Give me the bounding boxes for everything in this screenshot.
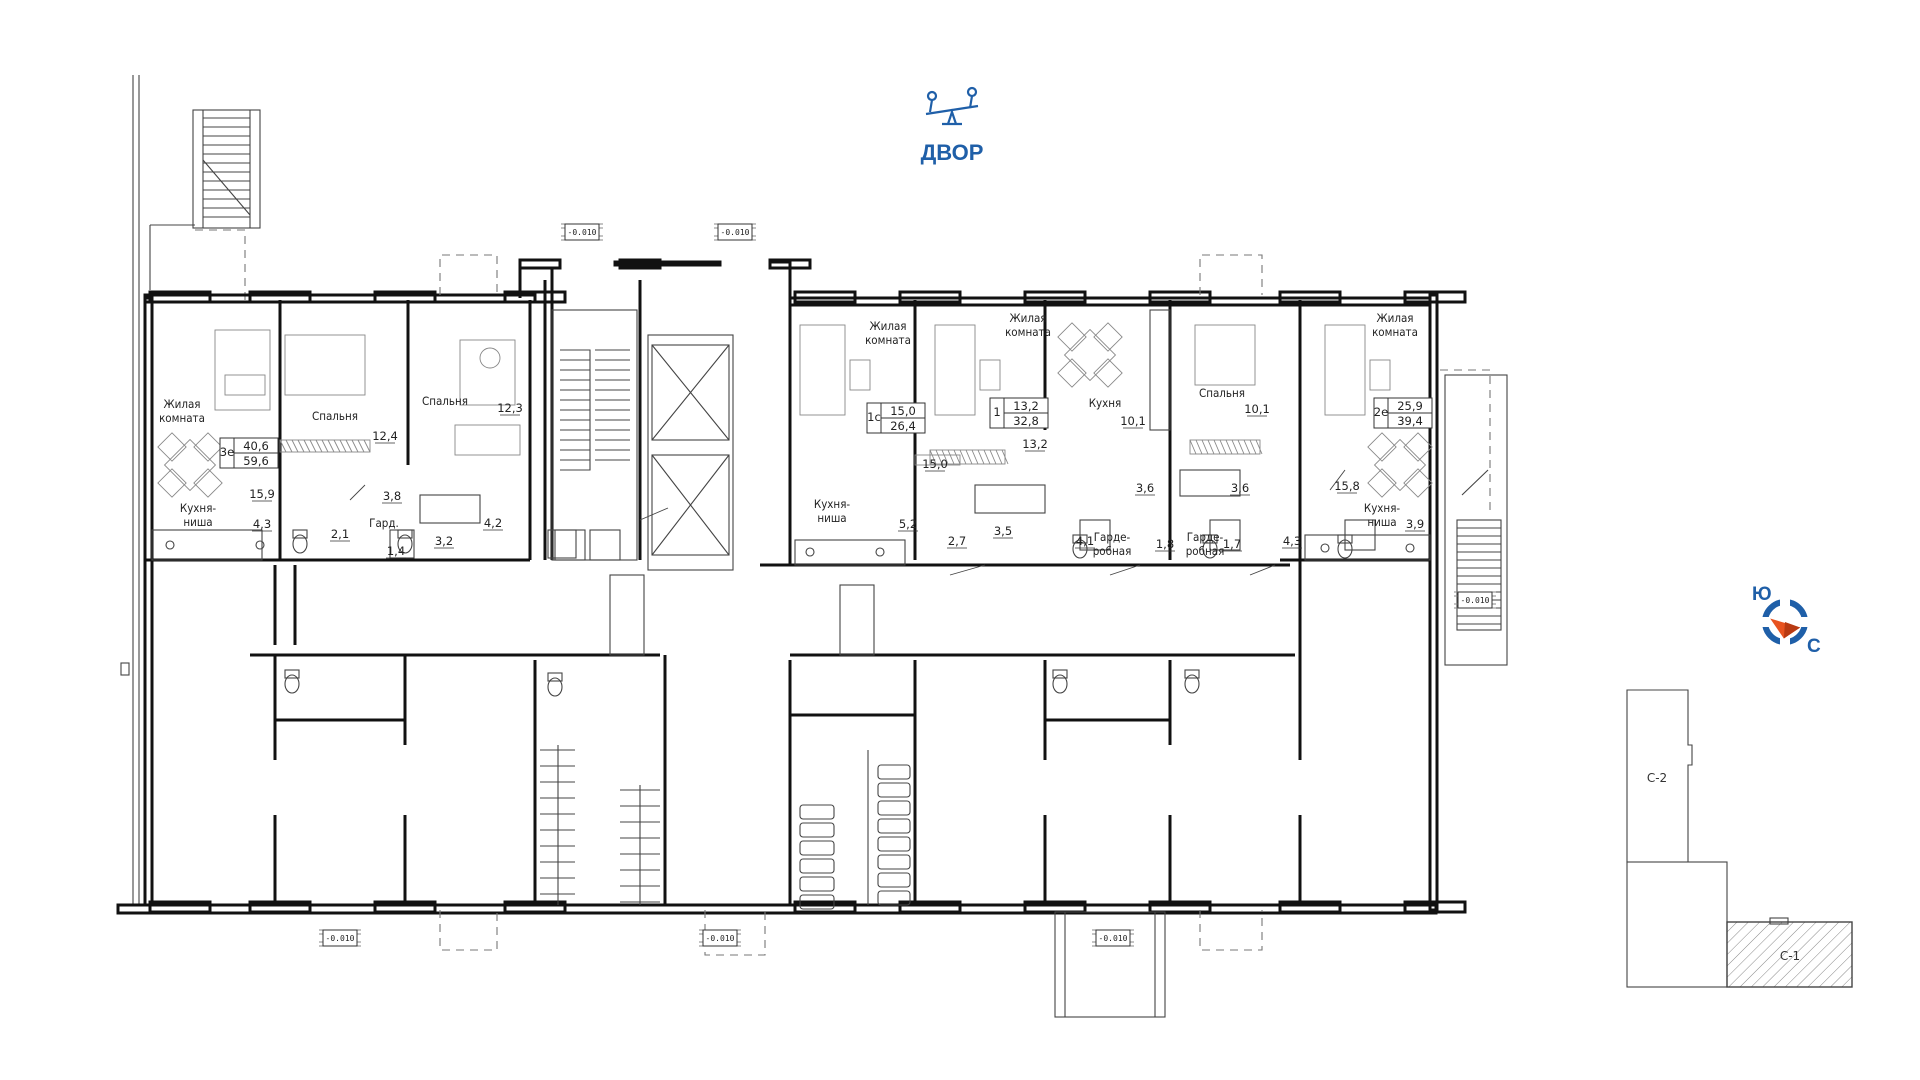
room-name-a4_bed: Спальня [1199,386,1245,400]
room-area-a2_bath: 3,5 [994,524,1012,538]
key-plan-section-c1: С-1 [1780,949,1800,963]
stairwell [551,309,638,561]
room-area-a3_living: 13,2 [1022,437,1048,451]
room-area-a2_kitchen: 5,2 [899,517,917,531]
room-area-a4_kitchen: 3,9 [1406,517,1424,531]
entrance-canopy [1054,911,1166,1018]
room-name-a2_kitchen: Кухня-ниша [814,497,851,525]
room-area-a1_wardrobe: 1,4 [387,544,405,558]
key-plan-section-c2: С-2 [1647,771,1667,785]
corridor-steps [609,574,875,656]
room-area-a1_bed1: 12,4 [372,429,398,443]
room-name-a1_wardrobe: Гард. [369,516,399,530]
external-stair-right [1444,374,1508,666]
elevation-mark-label: -0.010 [1099,934,1128,943]
site-boundary [120,75,195,905]
apartment-total-area: 26,4 [890,419,916,433]
key-plan [1626,689,1853,988]
room-area-a3_wardrobe: 1,8 [1156,537,1174,551]
room-area-a4_wardrobe: 1,7 [1223,537,1241,551]
room-area-a3_bath: 3,6 [1136,481,1154,495]
room-name-a3_wardrobe: Гарде-робная [1093,530,1132,558]
room-area-a4_living: 15,8 [1334,479,1360,493]
room-area-a4_bed: 10,1 [1244,402,1270,416]
room-area-a2_living: 15,0 [922,457,948,471]
room-area-a1_wc: 4,2 [484,516,502,530]
elevator-core [647,334,734,571]
room-area-a4_bath: 3,6 [1231,481,1249,495]
apartment-living-area: 15,0 [890,404,916,418]
room-name-a4_kitchen: Кухня-ниша [1364,501,1401,529]
room-area-a2_hall: 2,7 [948,534,966,548]
storage-cells [540,745,911,910]
room-area-a1_corr: 3,2 [435,534,453,548]
room-area-a1_bath: 2,1 [331,527,349,541]
room-area-a3_kitchen: 10,1 [1120,414,1146,428]
room-name-a4_wardrobe: Гарде-робная [1186,530,1225,558]
apartment-type: 1 [993,405,1000,419]
compass-rotate-icon [1758,595,1812,649]
room-name-a3_kitchen: Кухня [1089,396,1122,410]
room-area-a1_bed2: 12,3 [497,401,523,415]
yard-label: ДВОР [921,140,984,165]
apartment-total-area: 39,4 [1397,414,1423,428]
apartment-living-area: 40,6 [243,439,269,453]
compass-north-label: С [1807,636,1821,657]
apartment-living-area: 13,2 [1013,399,1039,413]
elevation-mark-label: -0.010 [1461,596,1490,605]
apartment-type: 2е [1374,405,1388,419]
room-area-a1_living: 15,9 [249,487,275,501]
elevation-mark-label: -0.010 [721,228,750,237]
room-area-a3_hall: 4,1 [1076,534,1094,548]
elevation-mark-label: -0.010 [568,228,597,237]
furniture [157,322,1433,576]
compass-south-label: Ю [1752,584,1772,605]
room-name-a1_bed1: Спальня [312,409,358,423]
room-area-a4_hall: 4,3 [1283,534,1301,548]
apartment-total-area: 32,8 [1013,414,1039,428]
apartment-living-area: 25,9 [1397,399,1423,413]
elevation-marks: -0.010 -0.010 -0.010 -0.010 -0.010 -0.010 [319,223,1496,947]
apartment-total-area: 59,6 [243,454,269,468]
elevation-mark-label: -0.010 [706,934,735,943]
plumbing-fixtures [151,309,1431,697]
room-area-a1_kitchen: 4,3 [253,517,271,531]
window-piers [148,258,1467,914]
room-name-a1_bed2: Спальня [422,394,468,408]
room-name-a1_kitchen: Кухня-ниша [180,501,217,529]
playground-seesaw-icon [925,86,979,126]
elevation-mark-label: -0.010 [326,934,355,943]
external-stair-left [192,109,261,300]
apartment-type: 3е [220,445,234,459]
outer-walls [116,260,1439,915]
apartment-type: 1с [867,410,881,424]
balcony-outlines [439,254,1491,956]
room-area-a1_hall: 3,8 [383,489,401,503]
